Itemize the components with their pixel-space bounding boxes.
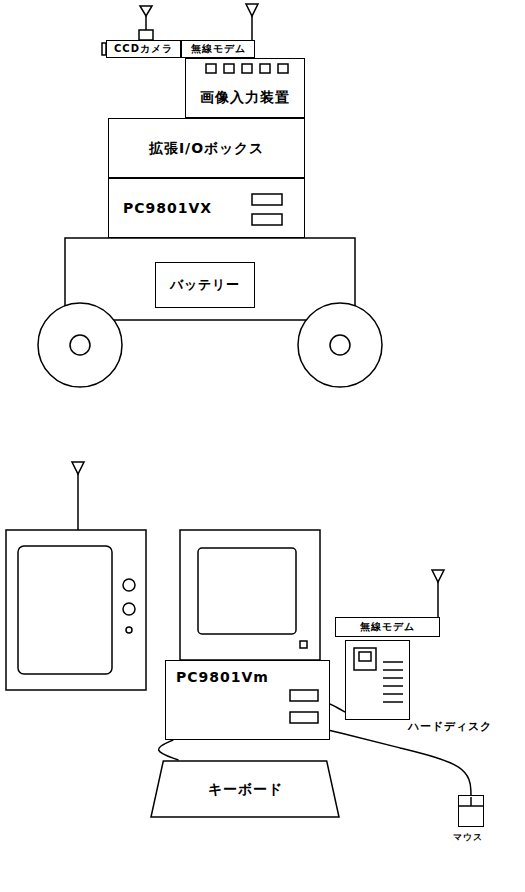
antenna-mast	[437, 582, 439, 617]
keyboard-outline	[151, 761, 339, 817]
tv-knob	[123, 603, 135, 615]
indicator-lamp	[242, 64, 252, 73]
mouse: マウス	[458, 795, 484, 827]
indicator-lamp	[260, 64, 270, 73]
drive-slot	[252, 194, 282, 205]
part-label: 画像入力装置	[200, 89, 290, 105]
vent-line	[383, 685, 403, 687]
part-label: 拡張I/Oボックス	[149, 140, 264, 156]
modem-box: 無線モデム	[181, 40, 255, 58]
tv-knob	[126, 627, 132, 633]
pc-monitor	[180, 530, 320, 660]
indicator-lamp	[224, 64, 234, 73]
disk-slot	[354, 648, 376, 670]
modem-box: 無線モデム	[335, 617, 440, 637]
mouse-button	[470, 797, 472, 806]
antenna-mast	[145, 16, 147, 30]
disk-slot	[359, 652, 371, 661]
keyboard: キーボード	[150, 760, 340, 818]
part-label: PC9801VX	[123, 200, 212, 216]
indicator-lamp	[206, 64, 216, 73]
part-label: バッテリー	[170, 278, 240, 293]
tv-knob	[123, 579, 135, 591]
image-input-box: 画像入力装置	[185, 58, 305, 118]
power-switch	[300, 641, 307, 648]
wheel-hub	[330, 335, 350, 355]
cable	[159, 740, 179, 760]
part-label: CCDカメラ	[114, 43, 173, 55]
part-label: ハードディスク	[408, 721, 492, 734]
cart-frame	[65, 238, 355, 320]
cable	[330, 704, 345, 712]
camera-box: CCDカメラ	[106, 40, 181, 58]
cable	[330, 730, 471, 795]
hard-disk: ハードディスク	[345, 640, 410, 720]
camera-mount	[139, 30, 153, 40]
antenna-symbol	[246, 4, 258, 16]
part-label: 無線モデム	[360, 621, 415, 633]
antenna-symbol	[432, 570, 444, 582]
drive-slot	[252, 214, 282, 225]
part-label: PC9801Vm	[176, 669, 269, 685]
wheel	[298, 303, 382, 387]
part-label: キーボード	[208, 781, 283, 797]
wheel-hub	[70, 335, 90, 355]
vent-line	[383, 701, 403, 703]
vent-line	[383, 669, 403, 671]
antenna-symbol	[140, 6, 152, 16]
antenna-symbol	[72, 462, 84, 474]
antenna-mast	[77, 474, 79, 530]
battery-box: バッテリー	[155, 262, 255, 308]
pc-screen	[198, 548, 296, 634]
indicator-lamp	[278, 64, 288, 73]
io-box: 拡張I/Oボックス	[108, 118, 305, 178]
antenna-mast	[251, 16, 253, 40]
computer-box: PC9801Vm	[165, 660, 330, 740]
vent-line	[383, 661, 403, 663]
tv-monitor	[6, 530, 146, 690]
vent-line	[383, 677, 403, 679]
part-label: マウス	[453, 832, 483, 842]
tv-screen	[18, 546, 112, 674]
wheel	[38, 303, 122, 387]
computer-box: PC9801VX	[108, 178, 305, 238]
vent-line	[383, 693, 403, 695]
part-label: 無線モデム	[191, 43, 246, 55]
drive-slot	[290, 712, 318, 723]
drive-slot	[290, 690, 318, 701]
